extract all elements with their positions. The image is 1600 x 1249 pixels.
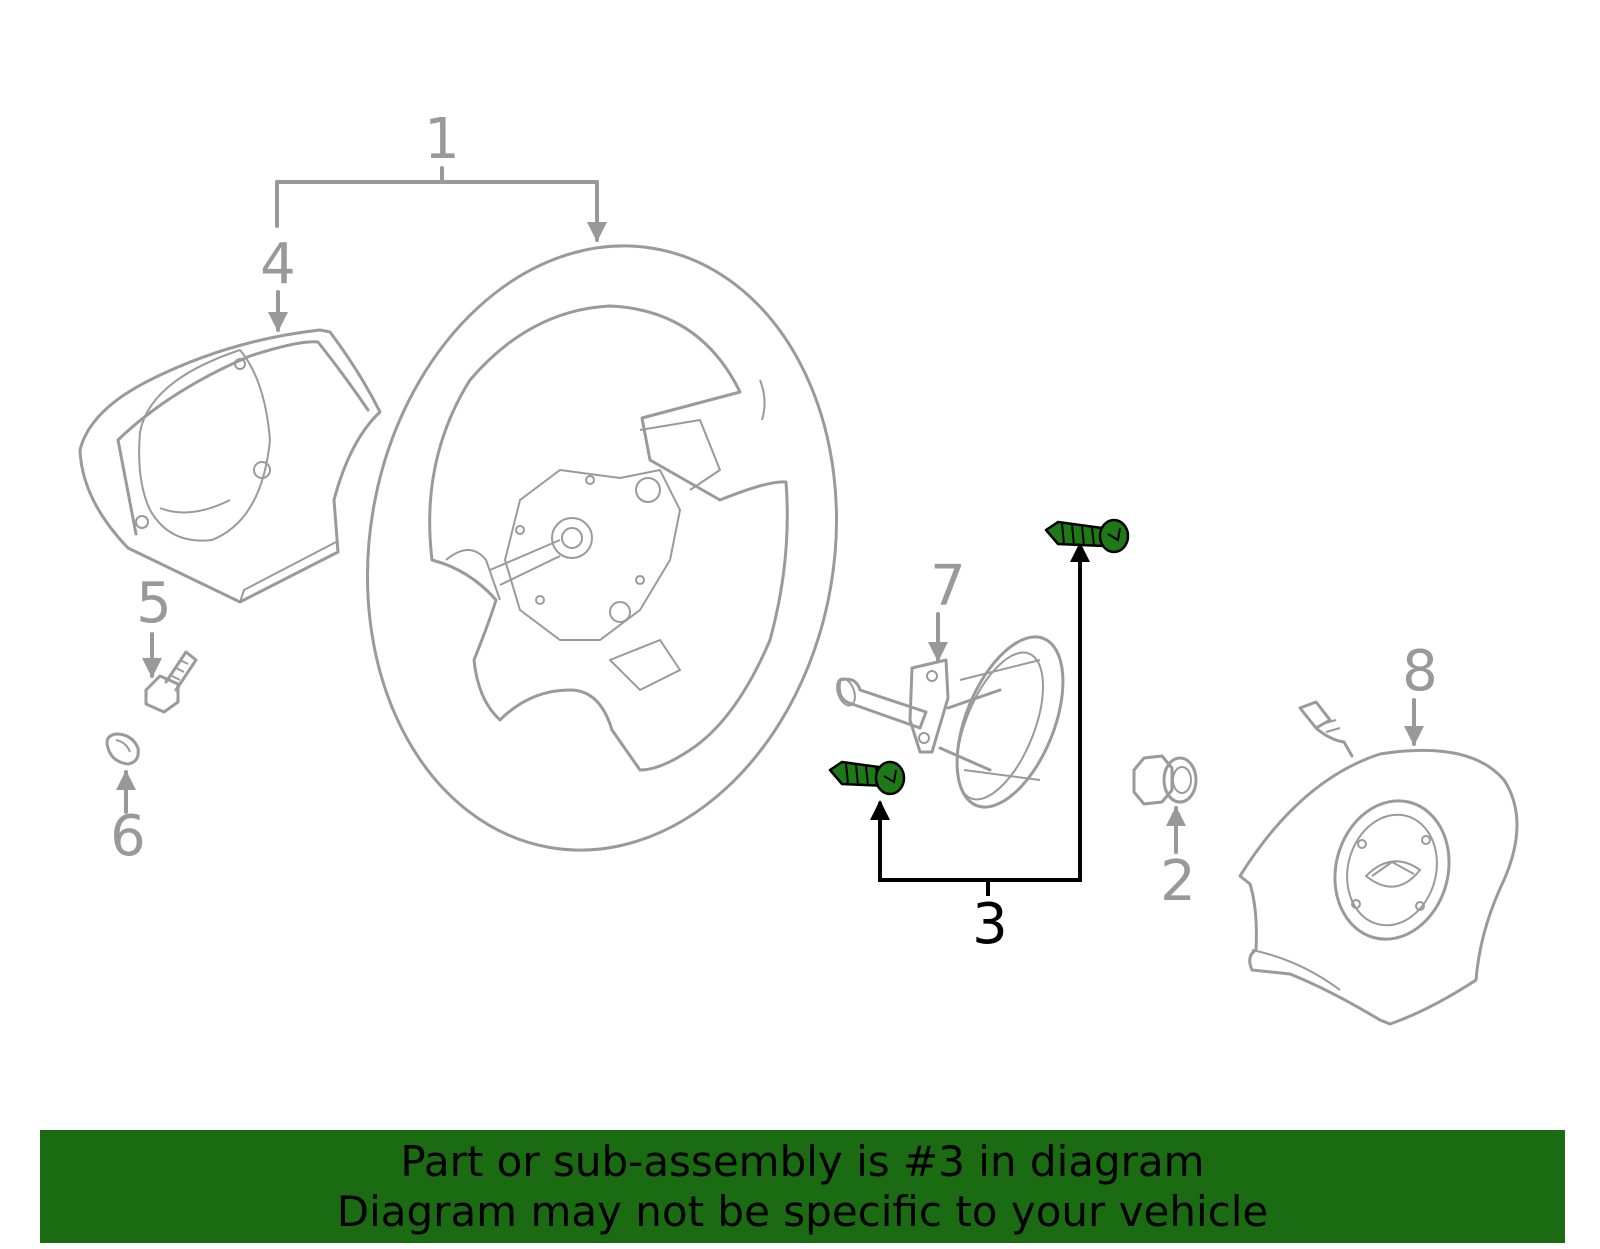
callout-3-label: 3: [972, 892, 1008, 957]
callout-1-label: 1: [424, 107, 460, 172]
part-1-steering-wheel: [366, 244, 838, 852]
callout-7-label: 7: [930, 554, 966, 619]
part-8-airbag-module: [1238, 700, 1519, 1026]
callout-4-label: 4: [260, 232, 296, 297]
part-2-nut: [1132, 754, 1198, 806]
callout-6-label: 6: [110, 804, 146, 869]
callout-4-group: 4: [260, 232, 296, 332]
callout-5-group: 5: [136, 571, 172, 678]
part-4-cover: [78, 328, 382, 604]
callout-2-group: 2: [1160, 806, 1196, 914]
callout-5-label: 5: [136, 571, 172, 636]
callout-8-label: 8: [1402, 639, 1438, 704]
callout-8-group: 8: [1402, 639, 1438, 746]
banner-line-1: Part or sub-assembly is #3 in diagram: [400, 1136, 1205, 1186]
callout-1-bracket: [275, 166, 599, 228]
callout-6-group: 6: [110, 770, 146, 869]
part-5-bolt: [144, 650, 198, 714]
banner-line-2: Diagram may not be specific to your vehi…: [336, 1186, 1269, 1236]
info-banner: Part or sub-assembly is #3 in diagram Di…: [40, 1130, 1565, 1243]
callout-2-label: 2: [1160, 849, 1196, 914]
part-3-screw-upper: [1044, 518, 1130, 554]
part-6-clip: [105, 732, 140, 766]
callout-3-group: 3: [870, 542, 1090, 957]
callout-1-group: 1: [275, 107, 607, 242]
callout-7-group: 7: [928, 554, 966, 662]
callout-3-bracket: [878, 550, 1082, 882]
part-7-clock-spring: [836, 635, 1065, 809]
part-3-screw-lower: [828, 760, 906, 796]
